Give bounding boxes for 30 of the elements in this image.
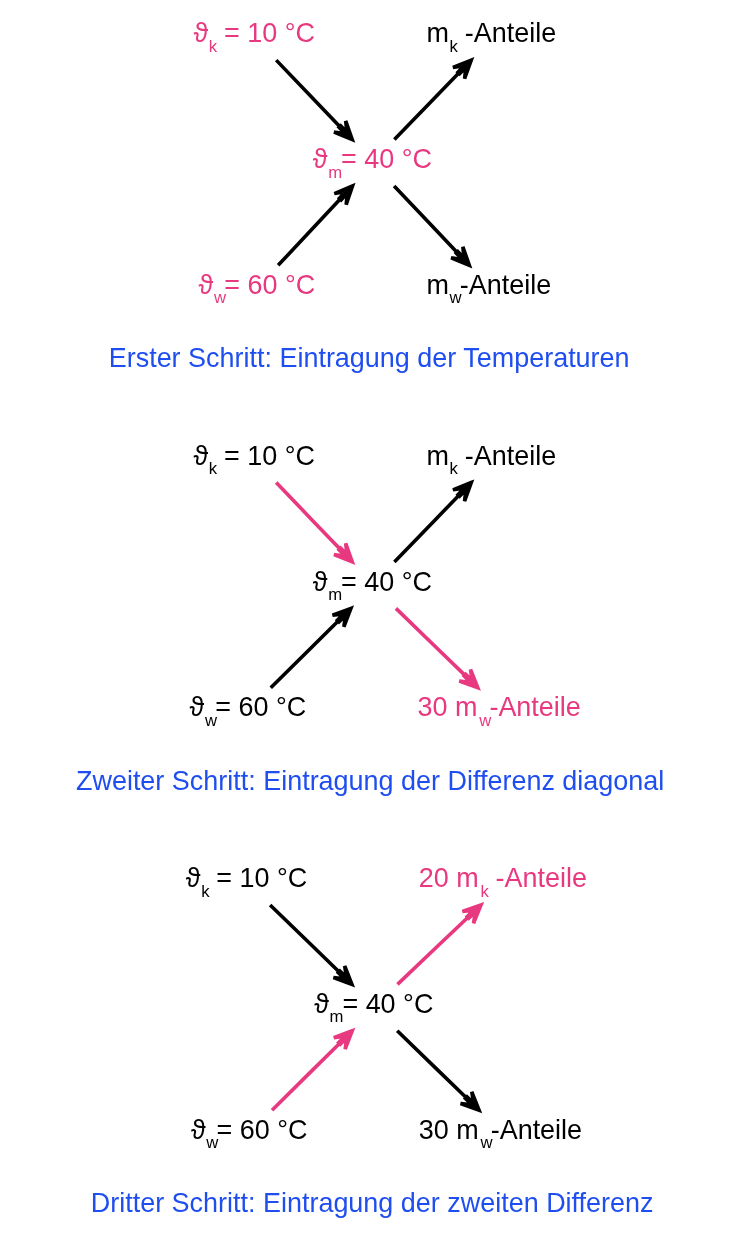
node-text: ϑ$_{m}$= 40 °C — [313, 988, 433, 1027]
node-text: 20 m$_{k}$ -Anteile — [418, 863, 587, 901]
node-text: ϑ$_{m}$= 40 °C — [312, 566, 432, 605]
node-text: m$_{k}$ -Anteile — [426, 18, 556, 56]
node-text: 30 m$_{w}$-Anteile — [418, 1114, 582, 1153]
node-text: 30 m$_{w}$-Anteile — [417, 692, 581, 730]
arrow — [268, 903, 354, 987]
arrow — [276, 184, 354, 267]
arrow — [392, 480, 473, 564]
label: Dritter Schritt: Eintragung der zweiten Differenz — [90, 1187, 654, 1218]
node-text: ϑ$_{w}$= 60 °C — [198, 269, 315, 308]
node-text: ϑ$_{k}$ = 10 °C — [192, 440, 315, 479]
arrow — [392, 184, 471, 268]
node-text: ϑ$_{k}$ = 10 °C — [192, 18, 315, 56]
node-text: ϑ$_{w}$= 60 °C — [189, 692, 306, 730]
node-text: ϑ$_{k}$ = 10 °C — [185, 863, 307, 901]
arrow — [395, 903, 483, 986]
arrow — [274, 481, 354, 564]
arrow — [395, 1029, 481, 1112]
label: Erster Schritt: Eintragung der Temperaturen — [108, 343, 630, 374]
node-text: m$_{w}$-Anteile — [426, 269, 551, 308]
arrow — [274, 58, 354, 142]
arrow — [392, 58, 473, 141]
arrow — [269, 606, 353, 690]
label: Zweiter Schritt: Eintragung der Differenz diagonal — [75, 765, 664, 796]
node-text: ϑ$_{m}$= 40 °C — [312, 144, 432, 182]
arrow — [270, 1029, 354, 1112]
node-text: ϑ$_{w}$= 60 °C — [190, 1114, 308, 1153]
node-text: m$_{k}$ -Anteile — [426, 440, 556, 479]
arrow — [394, 607, 480, 690]
